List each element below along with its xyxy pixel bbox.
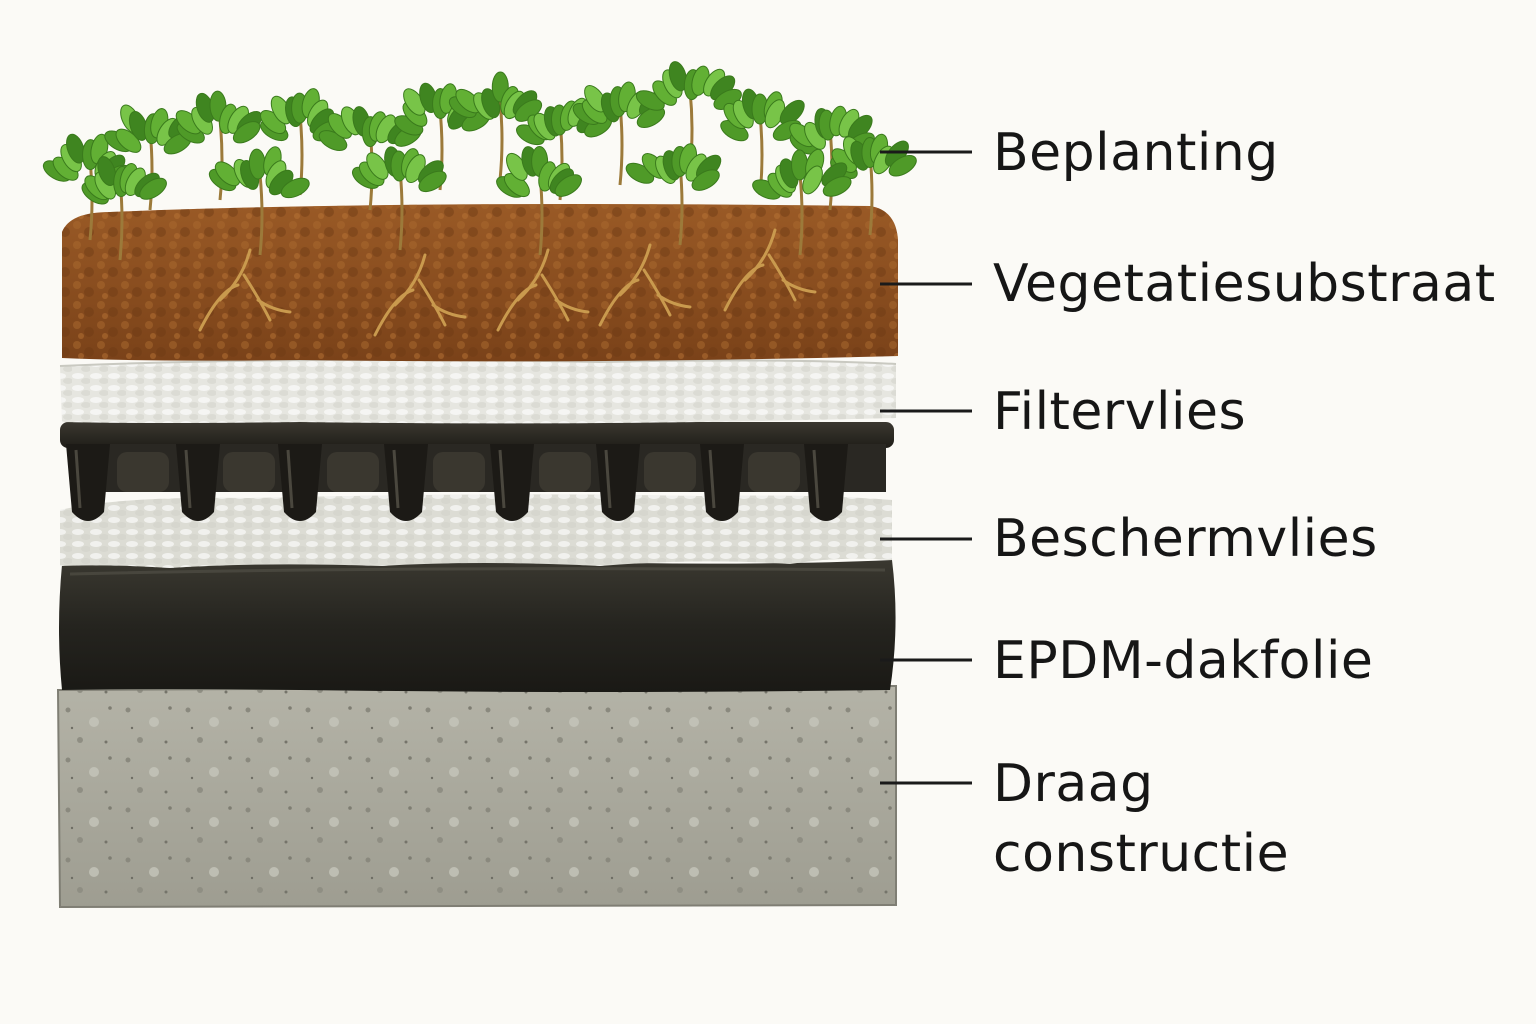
concrete-deck-layer: [56, 684, 897, 909]
label-filtervlies: Filtervlies: [993, 382, 1247, 442]
filter-fleece-layer: [59, 358, 897, 424]
label-draag-line-1: Draag: [993, 754, 1154, 814]
leader-lines: [880, 150, 972, 785]
label-draag-line-2: constructie: [993, 824, 1290, 884]
label-beschermvlies: Beschermvlies: [993, 509, 1378, 569]
plant-foliage-icon: [42, 61, 917, 261]
epdm-membrane-layer: [59, 559, 896, 692]
protection-fleece-layer: [60, 494, 892, 568]
drainage-layer: [60, 422, 894, 521]
drainage-cups-icon: [66, 444, 848, 521]
roots-icon: [198, 228, 817, 337]
label-epdm-dakfolie: EPDM-dakfolie: [993, 631, 1374, 691]
soil-substrate-layer: [62, 204, 898, 362]
label-vegetatiesubstraat: Vegetatiesubstraat: [993, 254, 1496, 314]
label-draag-constructie: Draag constructie: [993, 753, 1289, 885]
label-beplanting: Beplanting: [993, 123, 1279, 183]
